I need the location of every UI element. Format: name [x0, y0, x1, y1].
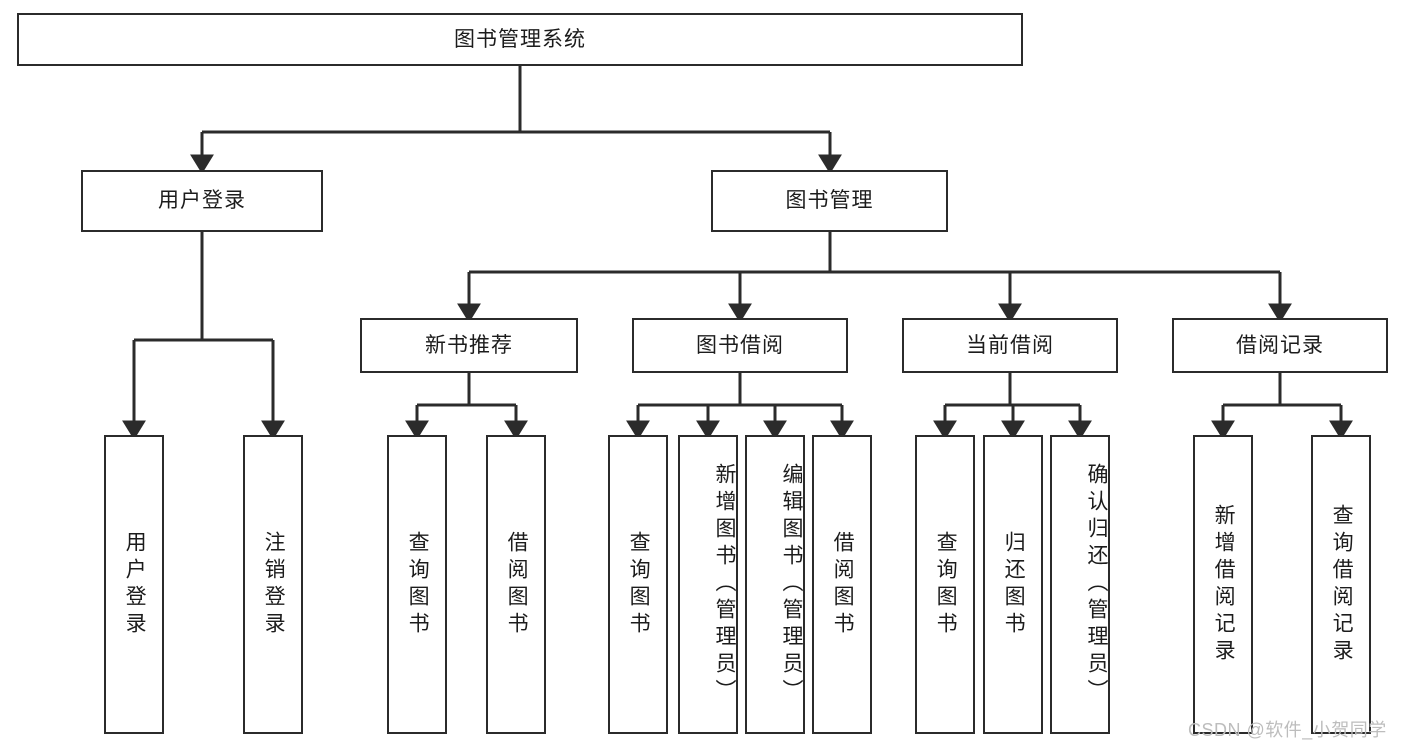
node-current-borrow[interactable]: 当前借阅	[902, 318, 1118, 373]
node-leaf-return-book[interactable]: 归还图书	[983, 435, 1043, 734]
node-user-login-label: 用户登录	[158, 189, 246, 213]
node-leaf-edit-book-label: 编辑图书（管理员）	[780, 463, 803, 706]
node-leaf-confirm-return-label: 确认归还（管理员）	[1085, 463, 1108, 706]
node-leaf-query-book-1[interactable]: 查询图书	[387, 435, 447, 734]
node-user-login[interactable]: 用户登录	[81, 170, 323, 232]
node-leaf-user-login-label: 用户登录	[123, 530, 147, 639]
node-leaf-logout[interactable]: 注销登录	[243, 435, 303, 734]
node-leaf-query-book-2[interactable]: 查询图书	[608, 435, 668, 734]
node-leaf-query-book-3-label: 查询图书	[934, 530, 958, 639]
node-leaf-return-book-label: 归还图书	[1002, 530, 1026, 639]
node-leaf-borrow-book-2[interactable]: 借阅图书	[812, 435, 872, 734]
node-leaf-borrow-book-1-label: 借阅图书	[505, 530, 529, 639]
node-current-borrow-label: 当前借阅	[966, 333, 1054, 357]
node-leaf-query-book-2-label: 查询图书	[627, 530, 651, 639]
node-leaf-query-book-3[interactable]: 查询图书	[915, 435, 975, 734]
node-borrow-record-label: 借阅记录	[1236, 333, 1324, 357]
node-new-book-recommend-label: 新书推荐	[425, 333, 513, 357]
node-leaf-confirm-return[interactable]: 确认归还（管理员）	[1050, 435, 1110, 734]
node-leaf-add-record[interactable]: 新增借阅记录	[1193, 435, 1253, 734]
node-leaf-edit-book[interactable]: 编辑图书（管理员）	[745, 435, 805, 734]
node-new-book-recommend[interactable]: 新书推荐	[360, 318, 578, 373]
node-leaf-query-book-1-label: 查询图书	[406, 530, 430, 639]
node-book-borrow[interactable]: 图书借阅	[632, 318, 848, 373]
node-root-label: 图书管理系统	[454, 27, 586, 51]
node-leaf-logout-label: 注销登录	[262, 530, 286, 639]
csdn-watermark: CSDN @软件_小贺同学	[1188, 720, 1387, 740]
node-book-borrow-label: 图书借阅	[696, 333, 784, 357]
node-leaf-user-login[interactable]: 用户登录	[104, 435, 164, 734]
node-root[interactable]: 图书管理系统	[17, 13, 1023, 66]
node-leaf-borrow-book-1[interactable]: 借阅图书	[486, 435, 546, 734]
node-leaf-add-book[interactable]: 新增图书（管理员）	[678, 435, 738, 734]
node-book-manage-label: 图书管理	[785, 189, 874, 213]
node-leaf-add-record-label: 新增借阅记录	[1212, 503, 1236, 666]
node-leaf-add-book-label: 新增图书（管理员）	[713, 463, 736, 706]
node-leaf-borrow-book-2-label: 借阅图书	[831, 530, 855, 639]
node-borrow-record[interactable]: 借阅记录	[1172, 318, 1388, 373]
node-leaf-query-record-label: 查询借阅记录	[1330, 503, 1354, 666]
node-book-manage[interactable]: 图书管理	[711, 170, 948, 232]
node-leaf-query-record[interactable]: 查询借阅记录	[1311, 435, 1371, 734]
